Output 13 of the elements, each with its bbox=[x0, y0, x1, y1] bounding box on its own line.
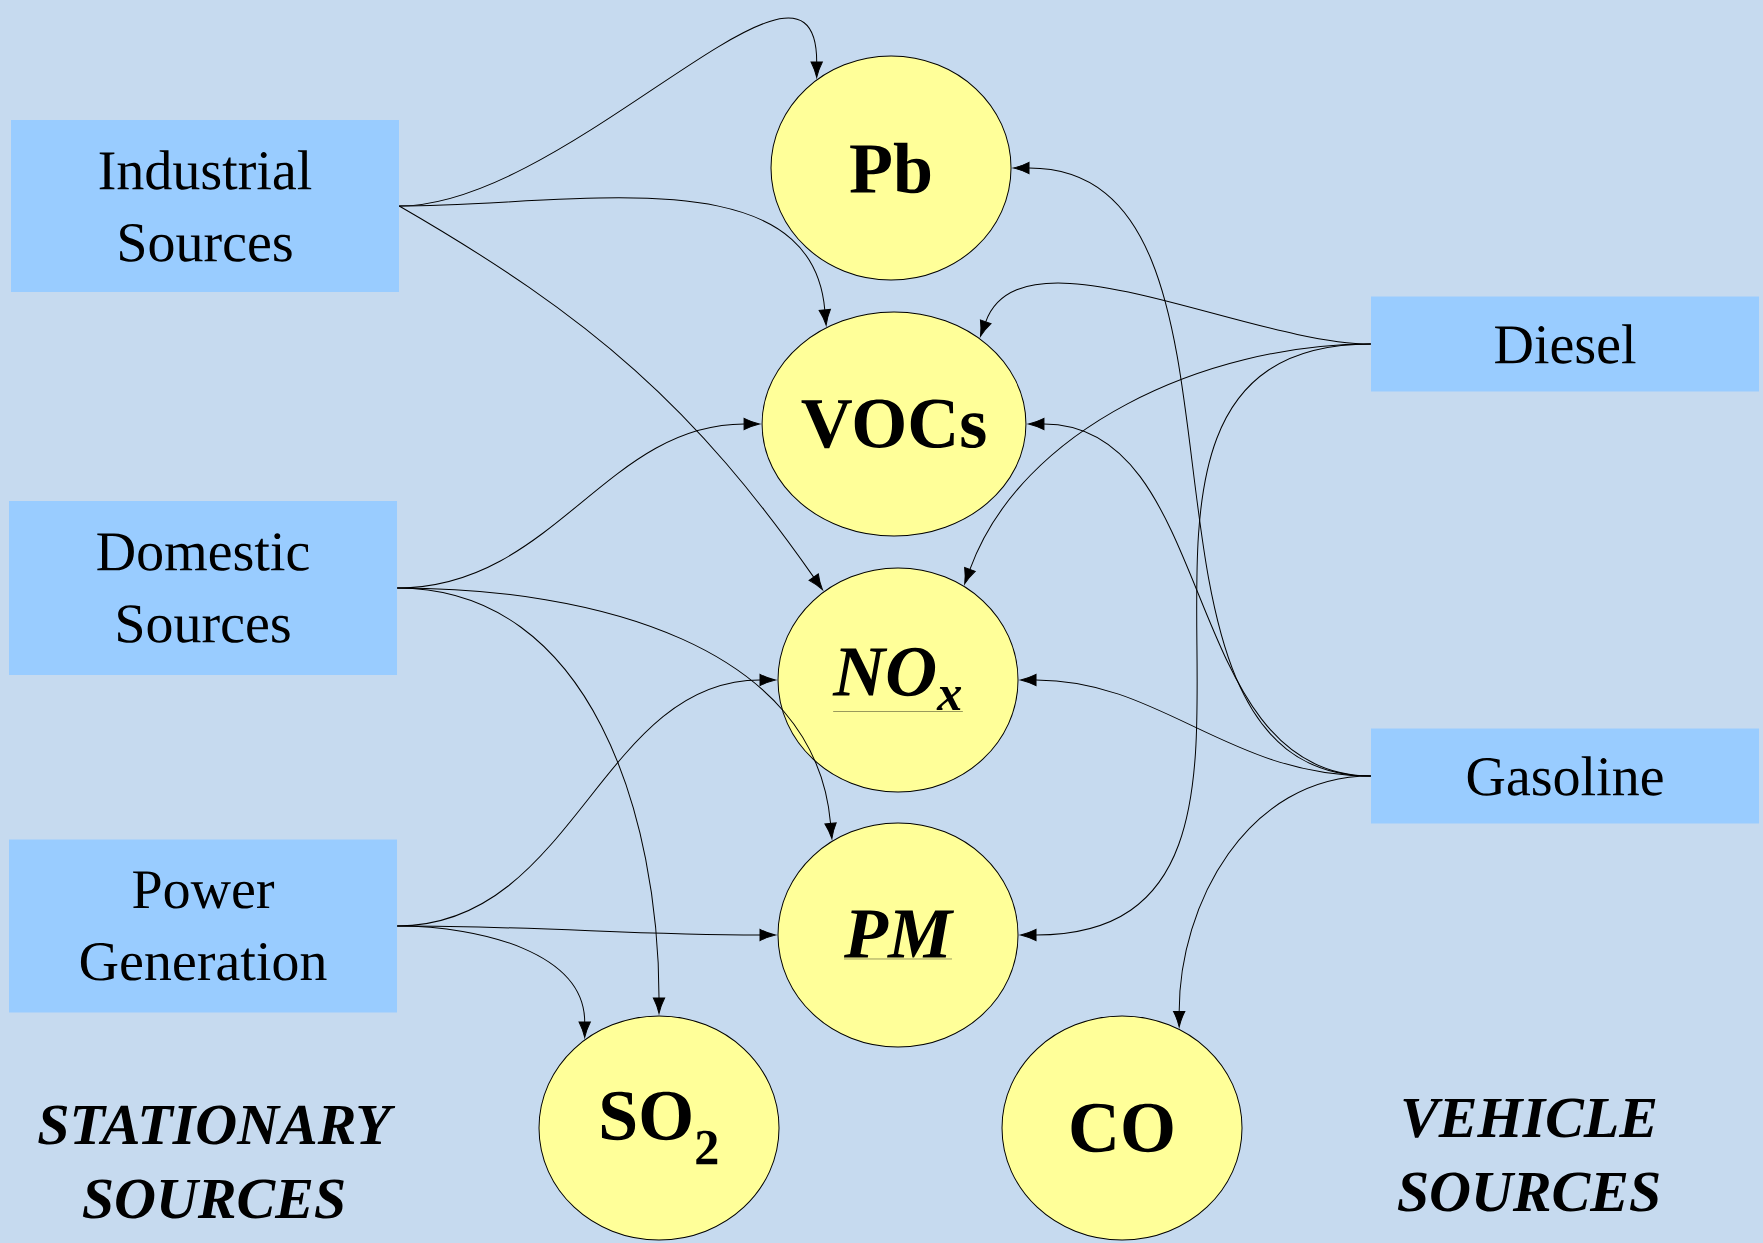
arrow bbox=[1173, 775, 1372, 1028]
group-label: VEHICLE SOURCES bbox=[1397, 1098, 1659, 1212]
source-box: Domestic Sources bbox=[9, 501, 397, 675]
source-box: Power Generation bbox=[9, 839, 397, 1013]
arrow bbox=[1020, 343, 1372, 942]
group-label: STATIONARY SOURCES bbox=[38, 1105, 396, 1219]
source-box: Gasoline bbox=[1371, 728, 1759, 824]
arrow bbox=[398, 205, 823, 591]
source-box: Industrial Sources bbox=[11, 120, 399, 292]
source-box: Diesel bbox=[1371, 296, 1759, 392]
arrow bbox=[396, 587, 666, 1014]
arrow bbox=[396, 925, 591, 1038]
arrow bbox=[398, 197, 831, 326]
